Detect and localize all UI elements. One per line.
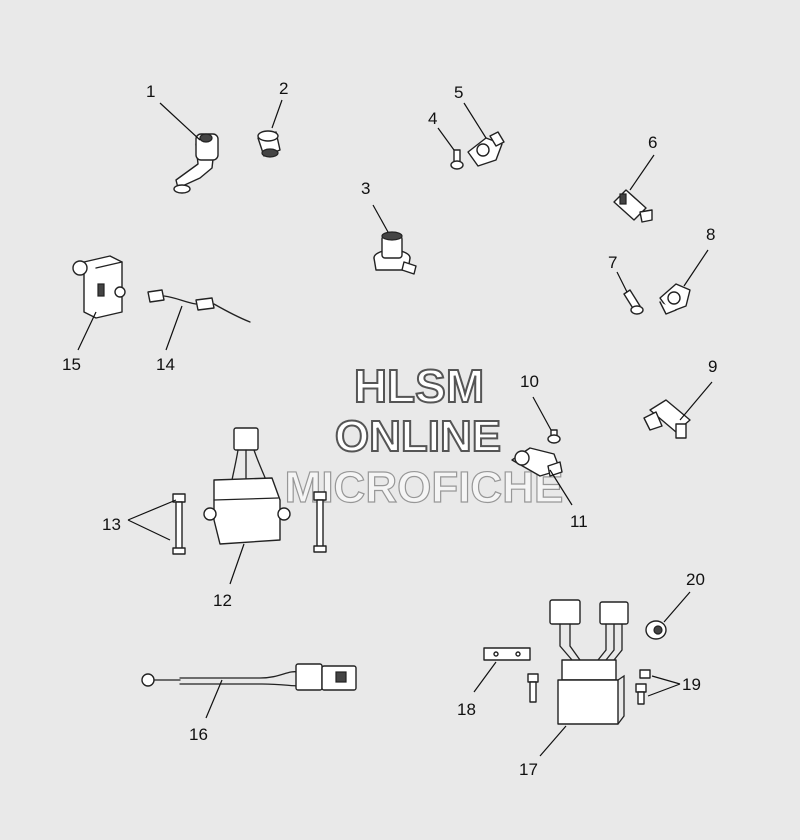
callout-12: 12 xyxy=(213,591,232,610)
part-7-bolt[interactable] xyxy=(623,289,644,315)
callout-15: 15 xyxy=(62,355,81,374)
watermark: HLSM ONLINE MICROFICHE xyxy=(284,359,564,513)
watermark-line-3: MICROFICHE xyxy=(285,463,564,512)
part-10-screw[interactable] xyxy=(547,429,561,444)
callout-9: 9 xyxy=(708,357,717,376)
callout-11: 11 xyxy=(570,512,588,531)
watermark-line-2: ONLINE xyxy=(335,412,501,461)
callout-14: 14 xyxy=(156,355,175,374)
callout-2: 2 xyxy=(279,79,288,98)
callout-18: 18 xyxy=(457,700,476,719)
part-16-harness[interactable] xyxy=(141,663,357,691)
callout-10: 10 xyxy=(520,372,539,391)
callout-17: 17 xyxy=(519,760,538,779)
callout-13: 13 xyxy=(102,515,121,534)
part-13-bolts[interactable] xyxy=(172,491,327,555)
part-3-regulator[interactable] xyxy=(373,231,417,275)
part-8-sensor[interactable] xyxy=(659,283,691,315)
part-11-sensor[interactable] xyxy=(511,447,563,477)
part-15-sensor[interactable] xyxy=(72,255,126,319)
callout-4: 4 xyxy=(428,109,437,128)
callout-3: 3 xyxy=(361,179,370,198)
callout-16: 16 xyxy=(189,725,208,744)
callout-6: 6 xyxy=(648,133,657,152)
part-6-sensor[interactable] xyxy=(613,189,653,223)
part-9-sensor[interactable] xyxy=(643,399,691,439)
part-20-grommet[interactable] xyxy=(645,620,667,640)
part-19-screws[interactable] xyxy=(527,669,651,705)
part-18-bracket[interactable] xyxy=(483,647,531,661)
part-12-module[interactable] xyxy=(203,427,291,545)
part-2-sensor[interactable] xyxy=(257,130,281,158)
part-5-sensor[interactable] xyxy=(467,131,505,167)
callout-8: 8 xyxy=(706,225,715,244)
part-14-sensor-wire[interactable] xyxy=(147,289,251,323)
callout-5: 5 xyxy=(454,83,463,102)
watermark-line-1: HLSM xyxy=(354,360,484,412)
callout-1: 1 xyxy=(146,82,155,101)
callout-7: 7 xyxy=(608,253,617,272)
part-1-sensor[interactable] xyxy=(173,133,219,194)
part-4-screw[interactable] xyxy=(450,149,464,170)
callout-20: 20 xyxy=(686,570,705,589)
callout-19: 19 xyxy=(682,675,701,694)
part-17-module[interactable] xyxy=(549,599,629,725)
